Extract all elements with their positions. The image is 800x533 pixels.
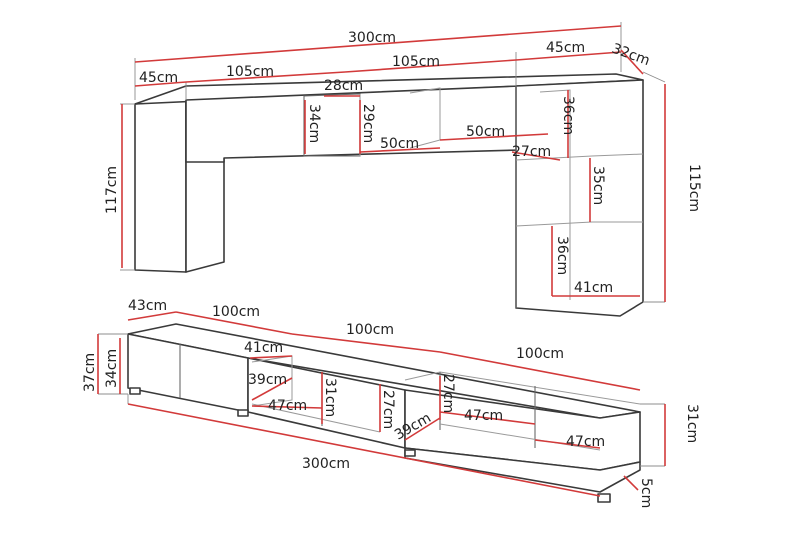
top-right-shelf-1 — [515, 153, 644, 161]
label-bridge-depth: 28cm — [324, 78, 363, 94]
dim-line-50b — [439, 133, 549, 141]
bottom-tv-unit — [127, 323, 641, 503]
label-top-right-width: 45cm — [546, 40, 585, 56]
dim-line-47b — [439, 411, 536, 425]
bottom-mid-shelf — [251, 403, 381, 433]
top-wall-unit — [134, 73, 644, 317]
dim-line-300b — [127, 403, 601, 497]
label-bottom-height-inner: 34cm — [104, 349, 120, 388]
leg-2 — [237, 409, 249, 417]
label-bridge-shelf-b: 50cm — [466, 124, 505, 140]
label-top-right-height: 115cm — [686, 164, 702, 212]
dim-line-47a — [251, 405, 323, 409]
label-right-shelf-width: 41cm — [574, 280, 613, 296]
dim-line-41b — [249, 355, 293, 359]
dim-line-27 — [511, 151, 561, 161]
label-bottom-height-outer: 37cm — [82, 353, 98, 392]
dim-line-top-total — [134, 25, 622, 63]
label-bridge-outer-height: 34cm — [306, 104, 322, 143]
top-left-tower — [134, 99, 187, 273]
label-top-depth: 32cm — [610, 41, 652, 69]
leg-4 — [597, 493, 611, 503]
top-right-shelf-2 — [515, 221, 643, 227]
label-mid-depth: 41cm — [244, 340, 283, 356]
dim-line-5 — [623, 475, 639, 491]
dim-line-50a — [359, 147, 441, 153]
label-bottom-section-1: 100cm — [212, 304, 260, 320]
label-bottom-depth: 43cm — [128, 298, 167, 314]
dim-line-39b — [404, 417, 441, 441]
label-top-bridge-right: 105cm — [392, 54, 440, 70]
label-right-shelf-a: 47cm — [464, 408, 503, 424]
dim-line-100c — [439, 351, 641, 391]
top-extension-lines — [120, 22, 666, 303]
dim-line-top-45 — [134, 81, 187, 87]
label-top-left-width: 45cm — [139, 70, 178, 86]
dim-line-top-105b — [344, 59, 517, 73]
label-right-shelf-height-2: 35cm — [590, 166, 606, 205]
dimension-labels: 300cm 32cm 45cm 105cm 105cm 45cm 117cm 1… — [82, 30, 702, 508]
label-right-shelf-height-3: 36cm — [554, 236, 570, 275]
label-bottom-section-2: 100cm — [346, 322, 394, 338]
label-right-divider: 27cm — [440, 374, 456, 413]
label-right-shelf-depth: 27cm — [512, 144, 551, 160]
dim-line-100b — [291, 333, 441, 353]
dim-line-47c — [534, 439, 601, 449]
top-right-back — [539, 89, 571, 300]
label-bottom-right-height: 31cm — [684, 404, 700, 443]
bottom-dimension-lines — [97, 311, 666, 497]
label-right-shelf-b: 47cm — [566, 434, 605, 450]
label-right-shelf-height-1: 36cm — [560, 96, 576, 135]
dim-line-top-45r — [515, 51, 622, 61]
label-top-left-height: 117cm — [104, 166, 120, 214]
leg-1 — [129, 387, 141, 395]
label-bottom-total: 300cm — [302, 456, 350, 472]
dim-line-top-105a — [185, 71, 346, 83]
top-bridge-back-box — [409, 87, 441, 149]
label-bottom-section-3: 100cm — [516, 346, 564, 362]
bottom-extension-lines — [98, 333, 665, 467]
top-dimension-lines — [121, 25, 666, 302]
dim-line-43 — [127, 311, 177, 321]
label-top-total: 300cm — [348, 30, 396, 46]
label-bridge-shelf-a: 50cm — [380, 136, 419, 152]
dim-line-39 — [251, 377, 293, 401]
label-mid-divider-a: 31cm — [322, 378, 338, 417]
leg-3 — [404, 449, 416, 457]
label-mid-open-height: 39cm — [248, 372, 287, 388]
bottom-right-shelf — [439, 423, 601, 451]
label-mid-shelf-a: 47cm — [268, 398, 307, 414]
label-bridge-inner-height: 29cm — [360, 104, 376, 143]
label-top-bridge-left: 105cm — [226, 64, 274, 80]
dim-line-100a — [175, 311, 293, 335]
label-leg-height: 5cm — [638, 478, 654, 508]
label-mid-divider-b: 27cm — [380, 390, 396, 429]
dim-line-top-32 — [620, 49, 644, 75]
